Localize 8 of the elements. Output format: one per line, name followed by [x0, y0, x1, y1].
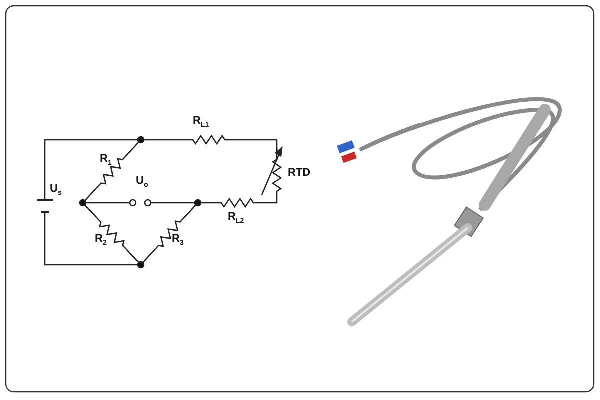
component-label: U$_{o}$ [136, 176, 148, 190]
component-label: U$_{s}$ [50, 184, 62, 198]
component-label: R$_{L2}$ [228, 212, 244, 226]
component-label: RTD [288, 168, 311, 179]
component-label: R$_{1}$ [100, 154, 112, 168]
component-label: R$_{3}$ [172, 234, 184, 248]
component-label: R$_{L1}$ [193, 116, 210, 130]
component-label: R$_{2}$ [95, 234, 107, 248]
